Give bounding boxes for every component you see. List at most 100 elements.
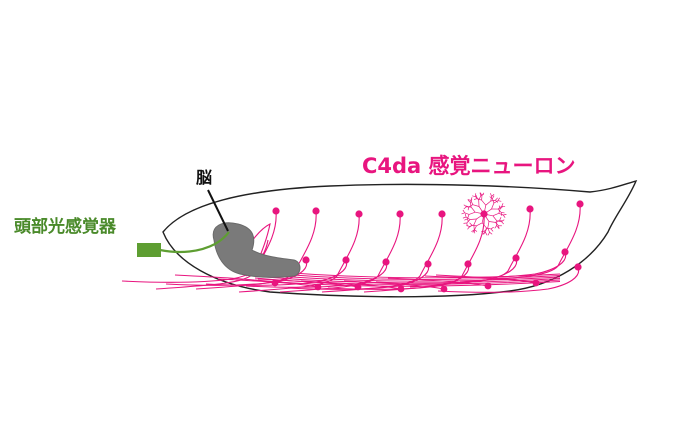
dendrite-branch <box>479 192 482 196</box>
dendrite-branch <box>483 213 493 217</box>
c4da-neurons <box>121 192 584 293</box>
dendrite-branch <box>485 200 491 206</box>
neuron-axon-lateral <box>245 261 388 288</box>
dendrite-branch <box>502 214 506 218</box>
dendrite-branch <box>485 232 488 236</box>
dendrite-branch <box>473 198 478 200</box>
dendrite-branch <box>494 225 497 229</box>
dendrite-branch <box>467 214 470 219</box>
dendrite-branch <box>472 195 476 198</box>
ventral-nerve-cord-fiber <box>254 279 561 287</box>
dendrite-branch <box>470 206 476 213</box>
dendrite-branch <box>495 197 498 201</box>
dendrite-branch <box>483 208 492 215</box>
photoreceptor-nerve <box>159 231 230 254</box>
dendrite-branch <box>501 219 505 222</box>
dendrite-branch <box>493 200 499 204</box>
dendrite-branch <box>487 232 490 236</box>
dendrite-branch <box>466 224 470 227</box>
neuron-cell-body <box>464 260 472 268</box>
dendrite-branch <box>481 199 487 206</box>
dendrite-branch <box>463 206 467 210</box>
dendrite-branch <box>501 203 504 207</box>
neuron-axon-ventral <box>217 278 319 288</box>
dendrite-branch <box>482 232 486 235</box>
head-photoreceptor <box>137 243 161 257</box>
dendrite-branch <box>497 197 500 201</box>
dendrite-branch <box>492 215 498 222</box>
dendrite-branch <box>470 202 472 208</box>
dendrite-branch <box>485 227 487 233</box>
dendrite-branch <box>467 199 471 203</box>
neuron-cell-body <box>342 256 350 264</box>
dendrite-branch <box>498 225 500 230</box>
dendrite-branch <box>487 221 490 228</box>
dendrite-branch <box>489 196 493 199</box>
neuron-cell-body <box>512 254 520 262</box>
neuron-label: C4da 感覚ニューロン <box>362 154 576 178</box>
ventral-nerve-cord-fiber <box>254 269 561 279</box>
dendrite-branch <box>470 200 474 205</box>
dendrite-branch <box>481 222 487 229</box>
dendrite-branch <box>492 195 495 199</box>
dendrite-branch <box>468 211 476 215</box>
dendrite-branch <box>498 205 501 209</box>
dendrite-branch <box>464 213 467 218</box>
dendrite-branch <box>462 216 467 219</box>
dendrite-branch <box>501 221 505 225</box>
neuron-axon-dorsal <box>459 203 581 283</box>
brain-label: 脳 <box>196 168 213 187</box>
neuron-axon-lateral <box>424 251 567 278</box>
dendrite-branch <box>497 208 502 213</box>
neuron-cell-body <box>397 285 405 293</box>
dendrite-branch <box>463 204 467 208</box>
brain-pointer-line <box>207 189 229 232</box>
dendrite-branch <box>481 230 485 233</box>
dendrite-branch <box>465 216 471 220</box>
dendrite-branch <box>490 228 494 232</box>
photoreceptor-label: 頭部光感覚器 <box>14 217 116 237</box>
neuron-axon-lateral <box>437 266 580 293</box>
dendrite-branch <box>499 219 503 222</box>
dendrite-branch <box>467 218 469 223</box>
dendrite-branch <box>478 206 485 215</box>
dendrite-branch <box>469 222 473 226</box>
dendrite-branch <box>472 229 475 233</box>
dendrite-branch <box>481 213 485 223</box>
dendrite-branch <box>474 229 478 232</box>
dendrite-branch <box>467 199 471 201</box>
neuron-cell-body <box>526 205 534 213</box>
dendrite-branch <box>503 214 507 216</box>
dendrite-branch <box>483 213 490 222</box>
neuron-axon-dorsal <box>409 208 531 288</box>
neuron-cell-body <box>576 200 584 208</box>
ventral-nerve-cord-fiber <box>254 277 561 285</box>
dendrite-branch <box>481 192 485 196</box>
neuron-cell-body <box>574 263 582 271</box>
neuron-cell-body <box>382 258 390 266</box>
larva-body-outline <box>162 179 638 298</box>
dendrite-branch <box>486 227 491 230</box>
dendrite-branch <box>489 231 493 235</box>
dendrite-branch <box>470 218 477 220</box>
neuron-cell-body <box>272 207 280 215</box>
neuron-cell-body <box>302 256 310 264</box>
ventral-nerve-cord-fiber <box>254 275 561 284</box>
dendrite-branch <box>483 231 485 235</box>
dendrite-branch <box>490 196 492 202</box>
neuron-cell-body <box>424 260 432 268</box>
dendrite-branch <box>461 212 465 215</box>
dendrite-branch <box>476 222 483 227</box>
dendrite-branch <box>472 204 480 207</box>
dendrite-branch <box>499 217 502 221</box>
dendrite-branch <box>497 206 502 210</box>
dendrite-branch <box>491 193 495 197</box>
dendrite-branch <box>470 197 473 201</box>
dendrite-branch <box>496 225 499 229</box>
dendrite-branch <box>491 202 495 210</box>
dendrite-branch <box>492 212 499 217</box>
dendrite-branch <box>492 198 495 204</box>
dendrite-branch <box>469 224 474 227</box>
dendrite-branch <box>495 222 499 227</box>
dendrite-branch <box>499 206 503 210</box>
